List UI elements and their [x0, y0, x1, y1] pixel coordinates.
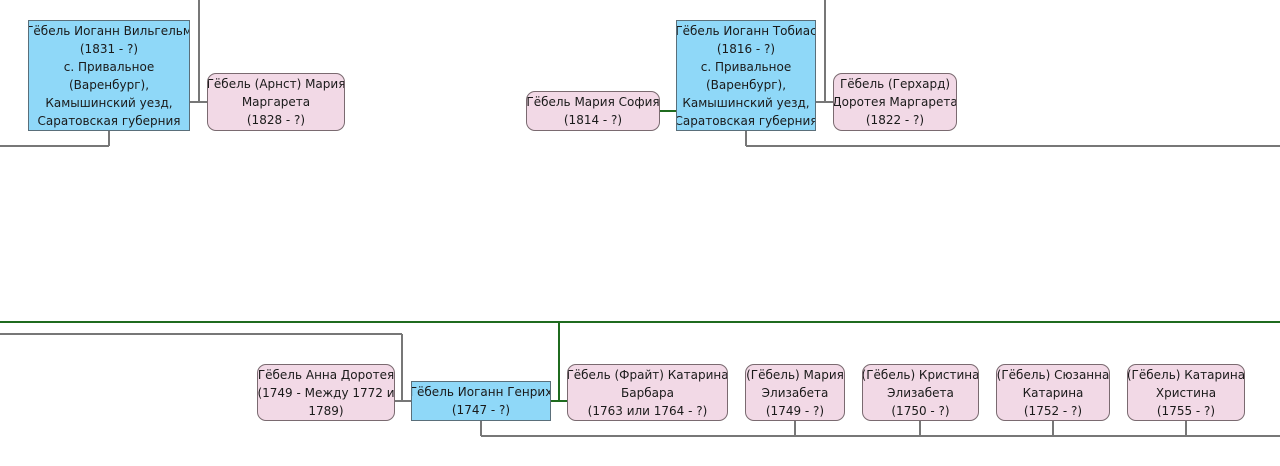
person-card-line: Элизабета — [887, 385, 954, 400]
person-card-goebel-johann-tobias[interactable]: Гёбель Иоганн Тобиас (1816 - ?) с. Прива… — [676, 20, 816, 131]
person-card-line: (Варенбург), — [705, 77, 787, 92]
person-card-anna-dorothea[interactable]: Гёбель Анна Доротея (1749 - Между 1772 и… — [257, 364, 395, 421]
person-card-line: (Гёбель) Сюзанна — [996, 367, 1110, 382]
person-card-line: (1816 - ?) — [716, 41, 776, 56]
person-card-maria-elisabeta[interactable]: (Гёбель) Мария Элизабета (1749 - ?) — [745, 364, 845, 421]
person-card-maria-margareta[interactable]: Гёбель (Арнст) Мария Маргарета (1828 - ?… — [207, 73, 345, 131]
person-card-line: с. Привальное — [700, 59, 792, 74]
person-card-line: Барбара — [621, 385, 674, 400]
person-card-line: (1750 - ?) — [891, 403, 950, 418]
person-card-line: Маргарета — [241, 95, 311, 109]
person-card-line: Саратовская губерния — [676, 113, 816, 128]
person-card-line: (1755 - ?) — [1156, 403, 1216, 418]
person-card-line: (1814 - ?) — [563, 113, 623, 127]
person-card-dorothea-margareta[interactable]: Гёбель (Герхард) Доротея Маргарета (1822… — [833, 73, 957, 131]
person-card-line: Доротея Маргарета — [833, 95, 957, 109]
person-card-line: Гёбель Иоганн Вильгельм — [28, 23, 190, 38]
person-card-line: (1749 - ?) — [765, 403, 825, 418]
person-card-line: Гёбель (Арнст) Мария — [207, 77, 345, 91]
person-card-katharina-christina[interactable]: (Гёбель) Катарина Христина (1755 - ?) — [1127, 364, 1245, 421]
person-card-line: (1747 - ?) — [451, 403, 511, 417]
person-card-line: (Гёбель) Катарина — [1127, 367, 1245, 382]
person-card-line: (Гёбель) Кристина — [862, 367, 979, 382]
person-card-susanna-katharina[interactable]: (Гёбель) Сюзанна Катарина (1752 - ?) — [996, 364, 1110, 421]
person-card-goebel-johann-heinrich[interactable]: Гёбель Иоганн Генрих (1747 - ?) — [411, 381, 551, 421]
person-card-goebel-johann-wilhelm[interactable]: Гёбель Иоганн Вильгельм (1831 - ?) с. Пр… — [28, 20, 190, 131]
person-card-line: (1822 - ?) — [865, 113, 925, 127]
person-card-line: (1831 - ?) — [79, 41, 139, 56]
person-card-line: (1763 или 1764 - ?) — [587, 403, 708, 418]
person-card-line: 1789) — [308, 403, 344, 418]
person-card-katharina-barbara[interactable]: Гёбель (Фрайт) Катарина Барбара (1763 ил… — [567, 364, 728, 421]
person-card-line: (1749 - Между 1772 и — [257, 385, 395, 400]
person-card-line: (Гёбель) Мария — [746, 367, 844, 382]
person-card-line: Гёбель Анна Доротея — [257, 367, 395, 382]
person-card-line: Гёбель Иоганн Генрих — [411, 385, 551, 399]
person-card-kristina-elisabeta[interactable]: (Гёбель) Кристина Элизабета (1750 - ?) — [862, 364, 979, 421]
person-card-maria-sofia[interactable]: Гёбель Мария София (1814 - ?) — [526, 91, 660, 131]
person-card-line: Гёбель (Герхард) — [839, 77, 951, 91]
person-card-line: Гёбель Иоганн Тобиас — [676, 23, 816, 38]
person-card-line: (1752 - ?) — [1023, 403, 1083, 418]
person-card-line: Гёбель Мария София — [526, 95, 660, 109]
person-card-line: Элизабета — [761, 385, 829, 400]
person-card-line: с. Привальное — [63, 59, 155, 74]
person-card-line: Камышинский уезд, — [682, 95, 810, 110]
person-card-line: (1828 - ?) — [246, 113, 306, 127]
person-card-line: Христина — [1155, 385, 1217, 400]
person-card-line: Камышинский уезд, — [45, 95, 173, 110]
person-card-line: Катарина — [1022, 385, 1084, 400]
person-card-line: Саратовская губерния — [37, 113, 181, 128]
person-card-line: Гёбель (Фрайт) Катарина — [567, 367, 728, 382]
person-card-line: (Варенбург), — [68, 77, 150, 92]
